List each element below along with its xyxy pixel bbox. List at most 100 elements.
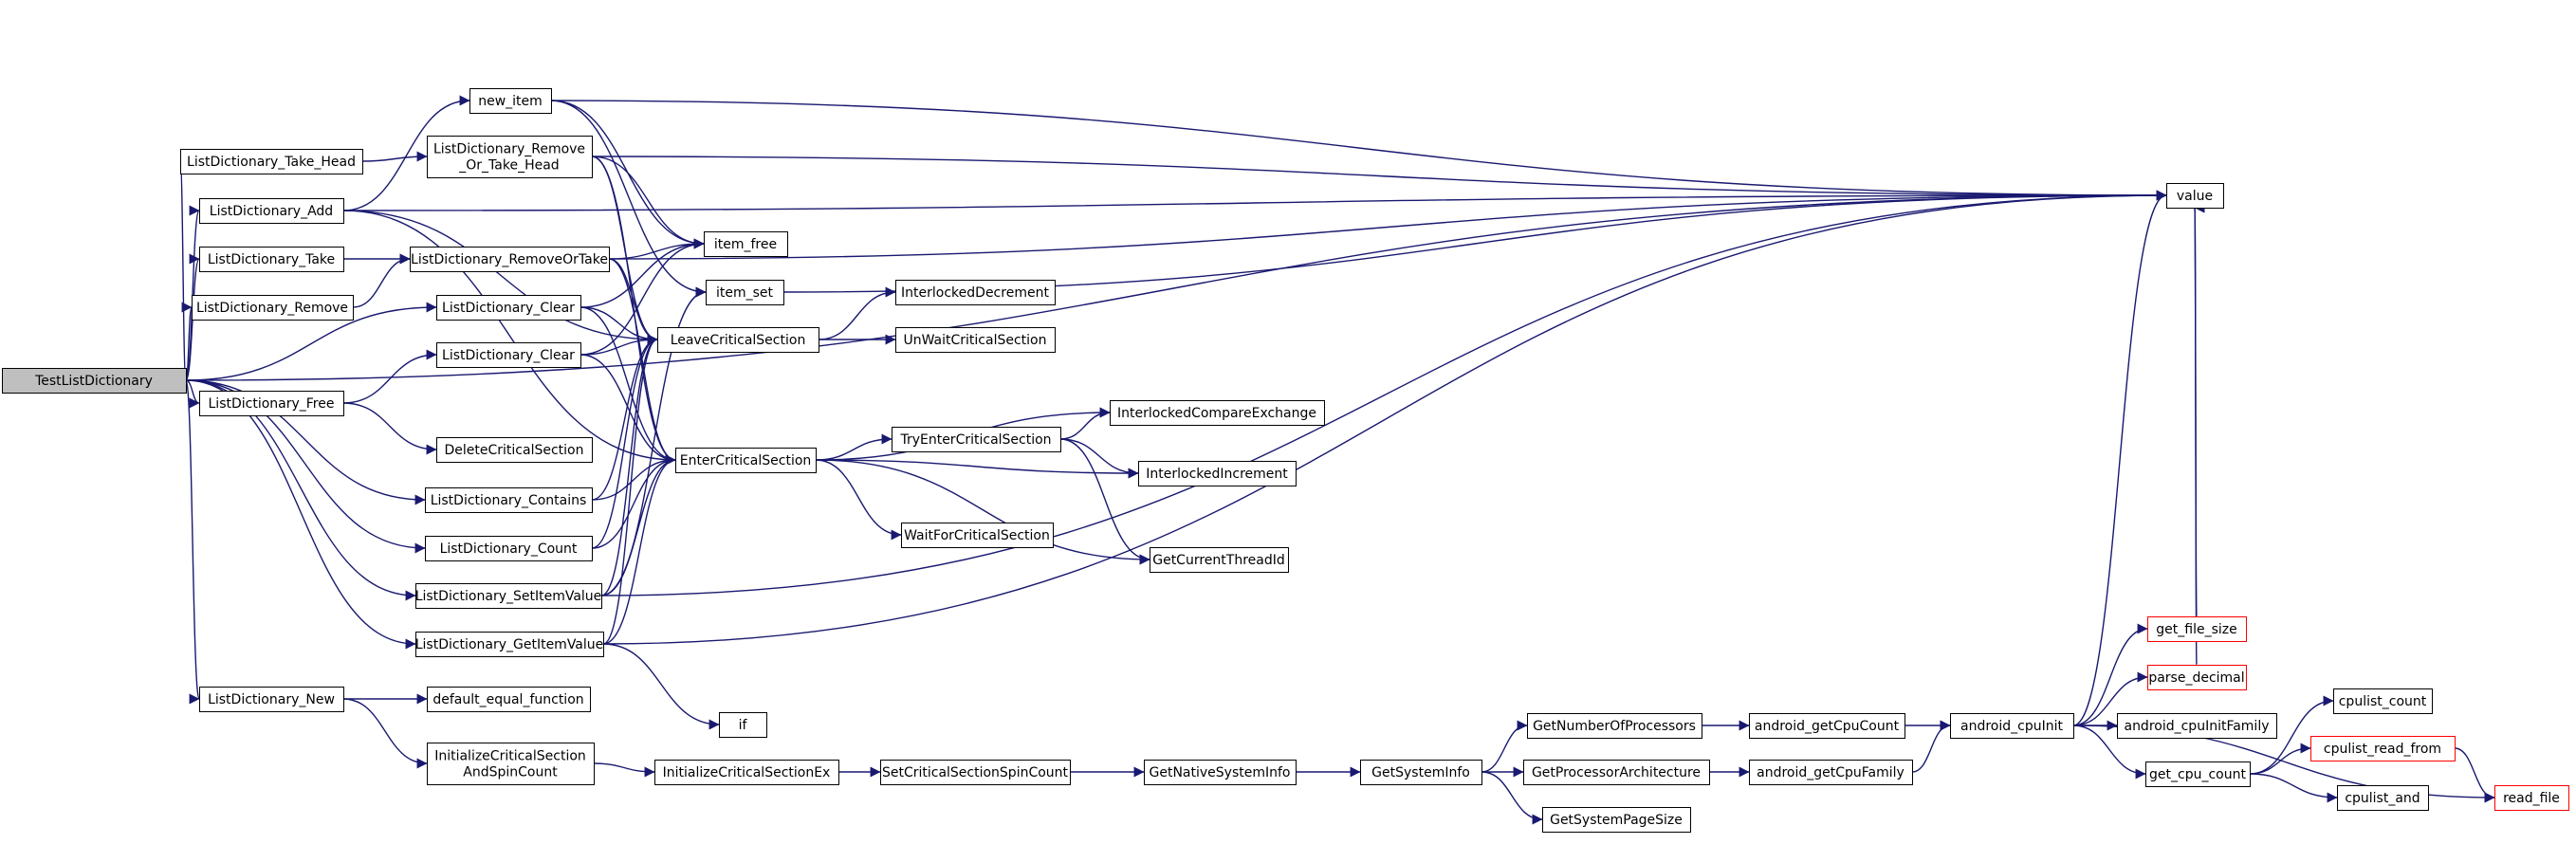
node-box[interactable] <box>2 368 187 394</box>
node-default_equal[interactable]: default_equal_function <box>427 687 591 712</box>
node-box[interactable] <box>2310 736 2456 761</box>
node-init_cs_ex[interactable]: InitializeCriticalSectionEx <box>654 760 839 785</box>
node-getitem[interactable]: ListDictionary_GetItemValue <box>415 632 604 657</box>
node-box[interactable] <box>657 327 819 353</box>
node-clear2[interactable]: ListDictionary_Clear <box>436 342 581 368</box>
node-get_sysinfo[interactable]: GetSystemInfo <box>1360 760 1482 785</box>
node-box[interactable] <box>427 687 591 712</box>
node-new_item[interactable]: new_item <box>469 88 552 114</box>
node-delete_cs[interactable]: DeleteCriticalSection <box>436 437 593 463</box>
node-box[interactable] <box>1150 547 1289 573</box>
node-get_thread_id[interactable]: GetCurrentThreadId <box>1150 547 1289 573</box>
node-box[interactable] <box>706 280 784 305</box>
node-get_page_size[interactable]: GetSystemPageSize <box>1542 807 1691 833</box>
node-take_head[interactable]: ListDictionary_Take_Head <box>180 149 363 174</box>
node-get_file_size[interactable]: get_file_size <box>2147 616 2247 642</box>
node-box[interactable] <box>2494 785 2569 811</box>
node-take[interactable]: ListDictionary_Take <box>199 247 344 272</box>
node-box[interactable] <box>892 427 1061 452</box>
node-box[interactable] <box>469 88 552 114</box>
node-remove_or_take_head[interactable]: ListDictionary_Remove_Or_Take_Head <box>427 136 593 178</box>
node-box[interactable] <box>427 136 593 178</box>
node-box[interactable] <box>2147 665 2247 690</box>
node-box[interactable] <box>880 760 1071 785</box>
node-box[interactable] <box>719 712 767 738</box>
node-box[interactable] <box>199 247 344 272</box>
node-box[interactable] <box>199 391 344 416</box>
node-box[interactable] <box>180 149 363 174</box>
node-box[interactable] <box>415 632 604 657</box>
node-unwait_cs[interactable]: UnWaitCriticalSection <box>895 327 1056 353</box>
node-android_cpufamily[interactable]: android_getCpuFamily <box>1749 760 1913 785</box>
node-box[interactable] <box>1523 760 1710 785</box>
node-box[interactable] <box>1749 713 1905 739</box>
node-clear1[interactable]: ListDictionary_Clear <box>436 295 581 321</box>
node-box[interactable] <box>2117 713 2277 739</box>
node-item_set[interactable]: item_set <box>706 280 784 305</box>
node-add[interactable]: ListDictionary_Add <box>199 198 344 224</box>
node-item_free[interactable]: item_free <box>704 231 788 257</box>
node-android_cpucount[interactable]: android_getCpuCount <box>1749 713 1905 739</box>
node-remove[interactable]: ListDictionary_Remove <box>192 295 354 321</box>
node-box[interactable] <box>199 198 344 224</box>
node-box[interactable] <box>1542 807 1691 833</box>
node-read_file[interactable]: read_file <box>2494 785 2569 811</box>
node-box[interactable] <box>199 687 344 712</box>
node-count[interactable]: ListDictionary_Count <box>425 536 593 561</box>
node-setitem[interactable]: ListDictionary_SetItemValue <box>415 583 602 609</box>
node-cpulist_count[interactable]: cpulist_count <box>2333 688 2433 714</box>
node-box[interactable] <box>425 487 593 513</box>
node-box[interactable] <box>901 523 1054 548</box>
node-removeortake[interactable]: ListDictionary_RemoveOrTake <box>410 247 610 272</box>
node-parse_decimal[interactable]: parse_decimal <box>2147 665 2247 690</box>
node-box[interactable] <box>1749 760 1913 785</box>
node-contains[interactable]: ListDictionary_Contains <box>425 487 593 513</box>
node-enter_cs[interactable]: EnterCriticalSection <box>675 448 817 473</box>
node-box[interactable] <box>2337 785 2429 811</box>
node-android_cpuinit[interactable]: android_cpuInit <box>1950 713 2074 739</box>
node-box[interactable] <box>2166 183 2224 209</box>
node-cpulist_read_from[interactable]: cpulist_read_from <box>2310 736 2456 761</box>
node-interlocked_inc[interactable]: InterlockedIncrement <box>1138 461 1297 486</box>
node-box[interactable] <box>654 760 839 785</box>
node-box[interactable] <box>1950 713 2074 739</box>
node-box[interactable] <box>1144 760 1297 785</box>
node-root[interactable]: TestListDictionary <box>2 368 187 394</box>
node-free[interactable]: ListDictionary_Free <box>199 391 344 416</box>
node-wait_cs[interactable]: WaitForCriticalSection <box>901 523 1054 548</box>
node-get_native_sysinfo[interactable]: GetNativeSystemInfo <box>1144 760 1297 785</box>
node-tryenter_cs[interactable]: TryEnterCriticalSection <box>892 427 1061 452</box>
node-box[interactable] <box>2333 688 2433 714</box>
node-box[interactable] <box>427 743 595 785</box>
node-box[interactable] <box>1138 461 1297 486</box>
node-set_cs_spin[interactable]: SetCriticalSectionSpinCount <box>880 760 1071 785</box>
node-get_cpu_count[interactable]: get_cpu_count <box>2145 761 2251 787</box>
node-interlocked_dec[interactable]: InterlockedDecrement <box>895 280 1056 305</box>
node-box[interactable] <box>1110 400 1325 426</box>
node-android_cpuinitfamily[interactable]: android_cpuInitFamily <box>2117 713 2277 739</box>
node-box[interactable] <box>704 231 788 257</box>
node-box[interactable] <box>2147 616 2247 642</box>
node-interlocked_cmpxchg[interactable]: InterlockedCompareExchange <box>1110 400 1325 426</box>
node-box[interactable] <box>415 583 602 609</box>
node-cpulist_and[interactable]: cpulist_and <box>2337 785 2429 811</box>
node-box[interactable] <box>2145 761 2251 787</box>
node-leave_cs[interactable]: LeaveCriticalSection <box>657 327 819 353</box>
node-new[interactable]: ListDictionary_New <box>199 687 344 712</box>
node-box[interactable] <box>410 247 610 272</box>
node-box[interactable] <box>425 536 593 561</box>
node-box[interactable] <box>1360 760 1482 785</box>
node-box[interactable] <box>436 342 581 368</box>
node-value[interactable]: value <box>2166 183 2224 209</box>
node-box[interactable] <box>895 327 1056 353</box>
node-box[interactable] <box>436 437 593 463</box>
node-box[interactable] <box>436 295 581 321</box>
node-box[interactable] <box>192 295 354 321</box>
node-get_num_proc[interactable]: GetNumberOfProcessors <box>1527 713 1702 739</box>
node-if[interactable]: if <box>719 712 767 738</box>
node-box[interactable] <box>1527 713 1702 739</box>
node-box[interactable] <box>895 280 1056 305</box>
node-box[interactable] <box>675 448 817 473</box>
node-get_proc_arch[interactable]: GetProcessorArchitecture <box>1523 760 1710 785</box>
